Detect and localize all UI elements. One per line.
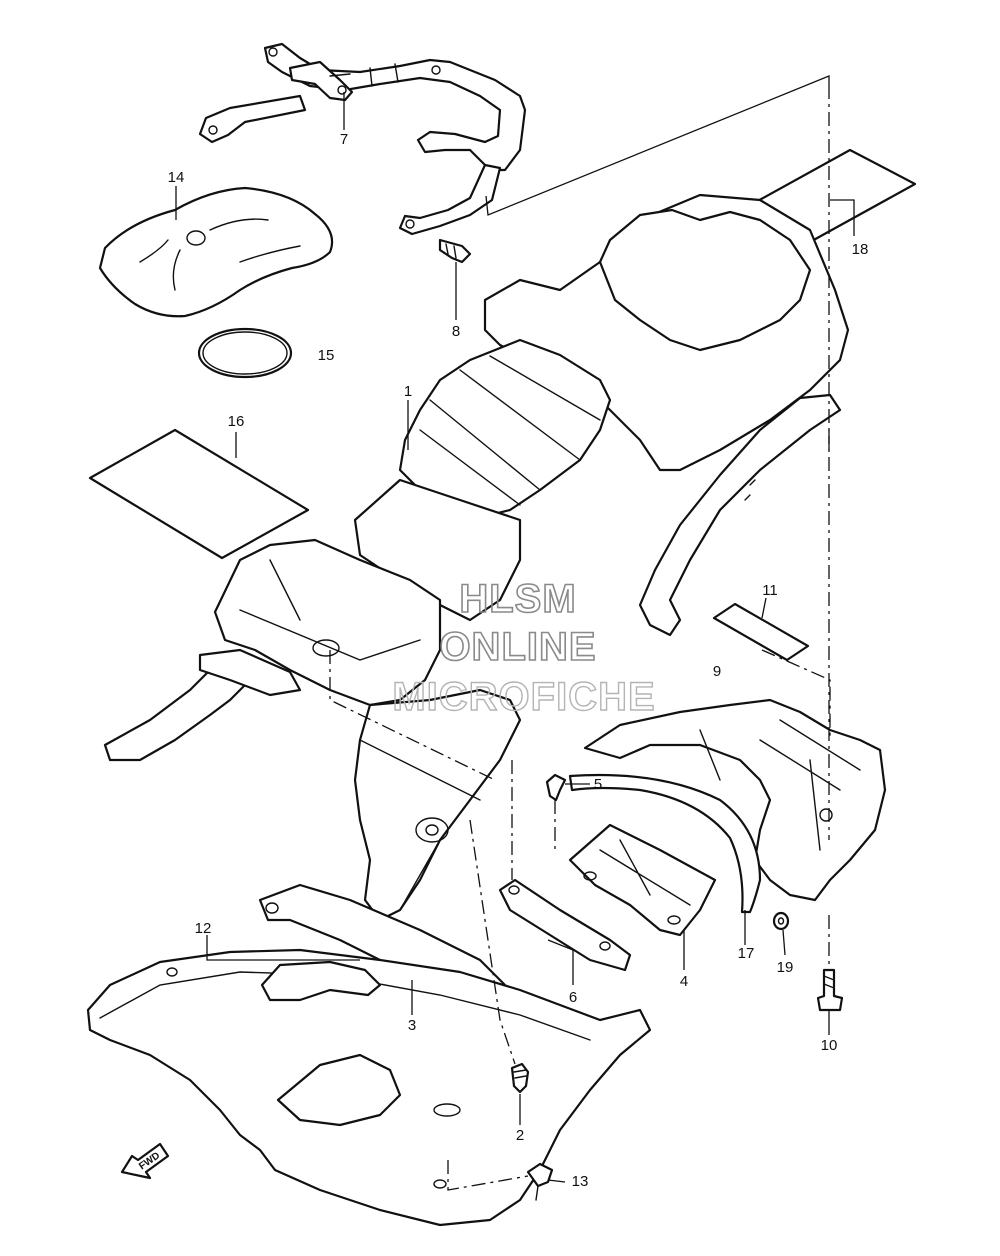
callout-5: 5 — [594, 776, 602, 793]
part-9-side-stay — [638, 393, 842, 637]
fwd-arrow-icon: FWD — [120, 1142, 170, 1180]
clip-5 — [545, 773, 567, 802]
part-inner-fender — [583, 698, 887, 902]
part-7-grab-bracket — [198, 42, 527, 236]
callout-6: 6 — [569, 989, 577, 1006]
callout-9: 9 — [713, 663, 721, 680]
callout-16: 16 — [228, 413, 245, 430]
callout-12: 12 — [195, 920, 212, 937]
part-11-pad — [712, 602, 810, 662]
part-1-rear-fender — [103, 193, 850, 922]
part-17-arc-strip — [568, 773, 762, 914]
assembly-lines — [329, 75, 831, 1191]
callout-11: 11 — [762, 582, 778, 599]
part-6-strip — [498, 878, 632, 972]
part-14-cover-pad — [98, 186, 334, 318]
bolt-2 — [510, 1062, 530, 1094]
part-12-base-plate — [86, 948, 652, 1227]
callout-19: 19 — [777, 959, 794, 976]
callout-8: 8 — [452, 323, 460, 340]
watermark: HLSM ONLINE MICROFICHE — [392, 576, 656, 720]
bolt-10 — [816, 968, 844, 1012]
callout-13: 13 — [572, 1173, 589, 1190]
callout-18: 18 — [852, 241, 869, 258]
callout-17: 17 — [738, 945, 755, 962]
watermark-line-3: MICROFICHE — [392, 675, 655, 719]
watermark-line-2: ONLINE — [439, 625, 596, 669]
callout-labels: 1 2 3 4 5 6 7 8 9 10 11 12 13 14 15 16 1… — [168, 131, 869, 1190]
washer-19 — [772, 911, 790, 931]
callout-15: 15 — [318, 347, 335, 364]
part-15-o-ring — [197, 327, 293, 379]
callout-1: 1 — [404, 383, 412, 400]
watermark-line-1: HLSM — [459, 577, 576, 621]
part-16-sheet — [88, 428, 310, 560]
callout-3: 3 — [408, 1017, 416, 1034]
callout-4: 4 — [680, 973, 688, 990]
bolt-8 — [438, 238, 472, 264]
callout-2: 2 — [516, 1127, 524, 1144]
callout-leaders — [175, 92, 855, 1183]
callout-10: 10 — [821, 1037, 838, 1054]
callout-14: 14 — [168, 169, 185, 186]
callout-7: 7 — [340, 131, 348, 148]
part-4-bracket — [568, 823, 717, 937]
clip-13 — [526, 1162, 554, 1201]
